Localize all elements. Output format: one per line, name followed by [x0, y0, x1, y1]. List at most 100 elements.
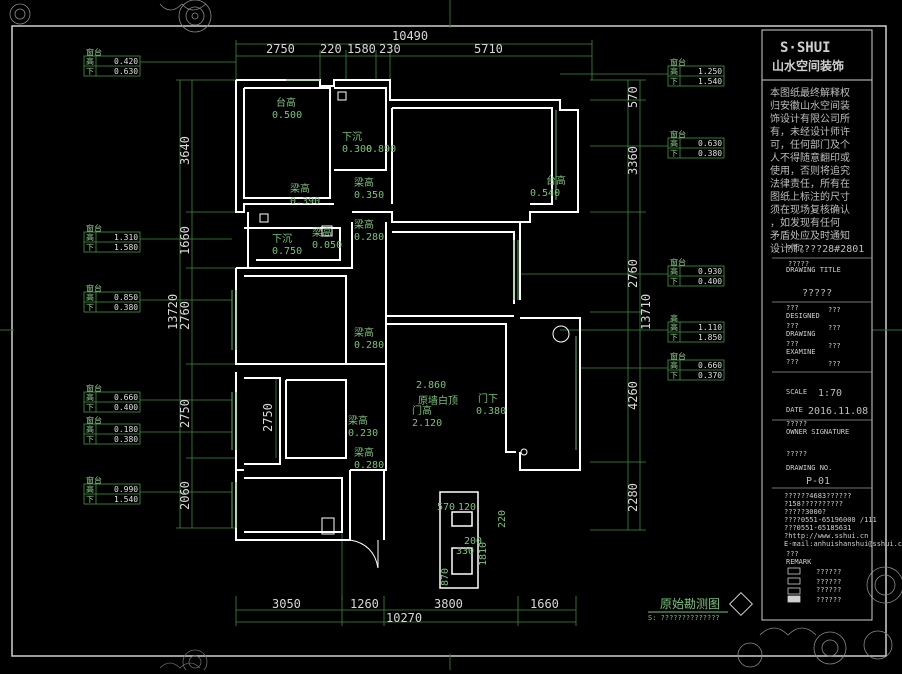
dim-left-c: 2760	[178, 301, 192, 330]
contact-line-2: ?158??????????	[784, 500, 843, 508]
right-table-2-v2: 0.380	[698, 149, 722, 158]
floral-decoration-bottom-left	[159, 649, 208, 674]
notice-text: 本图纸最终解释权 归安徽山水空间装 饰设计有限公司所 有，未经设计师许 可，任何…	[770, 86, 850, 255]
right-table-3-head: 窗台	[670, 257, 686, 267]
left-window-tables: 窗台 高 0.420 下 0.630 窗台 高 1.310 下 1.580 窗台…	[83, 47, 141, 505]
drawing-subtitle: S: ??????????????	[648, 614, 720, 622]
room-value-4: 0.390	[290, 196, 320, 207]
dim-left-e: 2060	[178, 481, 192, 510]
left-table-6-l2: 下	[86, 495, 94, 504]
dim-bottom-d: 1660	[530, 597, 559, 611]
floral-decoration-top-left	[9, 0, 212, 33]
left-table-3-v2: 0.380	[114, 303, 138, 312]
left-table-5-head: 窗台	[86, 415, 102, 425]
notice-line-6: 人不得随意翻印或	[770, 151, 850, 164]
brand-logo-cn: 山水空间装饰	[772, 58, 844, 73]
room-label-1: 台高	[276, 96, 296, 109]
left-table-5-v1: 0.180	[114, 425, 138, 434]
dim-inner-s3: 220	[497, 510, 508, 528]
room-value-6: 0.750	[272, 246, 302, 257]
notice-line-3: 饰设计有限公司所	[770, 112, 850, 125]
scale-label: SCALE	[786, 388, 807, 396]
contact-line-6: ?http://www.sshui.cn	[784, 532, 868, 540]
notice-line-5: 可，任何部门及个	[770, 138, 850, 151]
drawing-title-value: ?????	[802, 288, 832, 299]
drawing-title-label: DRAWING TITLE	[786, 266, 841, 274]
drawing-no-q: ?????	[786, 450, 807, 458]
examine-q2: ???	[828, 342, 841, 350]
contact-line-3: ?????3000?	[784, 508, 826, 516]
room-value-10: 0.230	[348, 428, 378, 439]
dim-inner-s6: 1810	[478, 542, 489, 566]
floral-decoration-bottom-right	[737, 566, 902, 668]
right-table-1-l2: 下	[670, 77, 678, 86]
drawing-q1: ???	[786, 322, 799, 330]
notice-line-11: ，如发现有任何	[770, 216, 840, 229]
left-table-5-v2: 0.380	[114, 435, 138, 444]
compass-diamond-icon	[728, 591, 754, 617]
drawing-label: DRAWING	[786, 330, 816, 338]
design-q1: ???	[786, 304, 799, 312]
contact-line-7: E-mail:anhuishanshui@sshui.cn	[784, 540, 902, 548]
duct-block	[439, 491, 479, 589]
dim-bottom-b: 1260	[350, 597, 379, 611]
room-value-3: 0.540	[530, 188, 560, 199]
left-table-4-l1: 高	[86, 392, 94, 402]
date-label: DATE	[786, 406, 803, 414]
right-table-1-l1: 高	[670, 66, 678, 76]
drawing-q2: ???	[828, 324, 841, 332]
dim-inner-s7: 870	[440, 568, 451, 586]
room-value-1: 0.500	[272, 110, 302, 121]
left-table-2-l1: 高	[86, 232, 94, 242]
contact-line-5: ???0551-65185631	[784, 524, 851, 532]
left-table-3: 窗台 高 0.850 下 0.380	[83, 283, 141, 313]
dim-left-b: 1660	[178, 226, 192, 255]
room-value-2b: 0.890	[366, 144, 396, 155]
room-value-11: 0.280	[354, 460, 384, 471]
right-table-2: 窗台 高 0.630 下 0.380	[667, 129, 725, 159]
left-table-3-l1: 高	[86, 292, 94, 302]
door-height-value: 2.120	[412, 418, 442, 429]
left-table-4: 窗台 高 0.660 下 0.400	[83, 383, 141, 413]
notice-line-8: 法律责任，所有在	[770, 177, 850, 190]
dim-top-d: 230	[379, 42, 401, 56]
left-table-6-v1: 0.990	[114, 485, 138, 494]
room-label-9: 梁高	[354, 326, 374, 339]
left-table-3-l2: 下	[86, 303, 94, 312]
dim-top-total: 10490	[392, 29, 428, 43]
left-table-1-v2: 0.630	[114, 67, 138, 76]
door-height-label: 门高	[412, 404, 432, 417]
fixtures	[259, 91, 570, 569]
left-table-6-l1: 高	[86, 484, 94, 494]
door-below-label: 门下	[478, 392, 498, 405]
examine-label: EXAMINE	[786, 348, 816, 356]
right-table-1-v1: 1.250	[698, 67, 722, 76]
dim-top-a: 2750	[266, 42, 295, 56]
door-below-value: 0.380	[476, 406, 506, 417]
drawing-no-label: DRAWING NO.	[786, 464, 832, 472]
right-table-2-head: 窗台	[670, 129, 686, 139]
title-block: S·SHUI 山水空间装饰 本图纸最终解释权 归安徽山水空间装 饰设计有限公司所…	[761, 29, 902, 621]
drawing-no-value: P-01	[806, 476, 830, 487]
legend-3: ??????	[816, 586, 841, 594]
dim-right-d: 4260	[626, 381, 640, 410]
left-table-4-head: 窗台	[86, 383, 102, 393]
notice-line-4: 有，未经设计师许	[770, 125, 850, 138]
room-label-3: 台高	[546, 174, 566, 187]
dim-left-total: 13720	[166, 294, 180, 330]
remark-q: ???	[786, 550, 799, 558]
left-table-2-l2: 下	[86, 243, 94, 252]
dim-right-c: 2760	[626, 259, 640, 288]
left-table-5-l2: 下	[86, 435, 94, 444]
legend-4: ??????	[816, 596, 841, 604]
dim-inner-s4: 200	[464, 536, 482, 547]
left-table-5: 窗台 高 0.180 下 0.380	[83, 415, 141, 445]
dim-inner-s1: 570	[437, 502, 455, 513]
title-block-frame	[761, 29, 873, 621]
right-table-1-v2: 1.540	[698, 77, 722, 86]
notice-line-1: 本图纸最终解释权	[770, 86, 850, 99]
right-table-1: 窗台 高 1.250 下 1.540	[667, 57, 725, 87]
left-table-6: 窗台 高 0.990 下 1.540	[83, 475, 141, 505]
